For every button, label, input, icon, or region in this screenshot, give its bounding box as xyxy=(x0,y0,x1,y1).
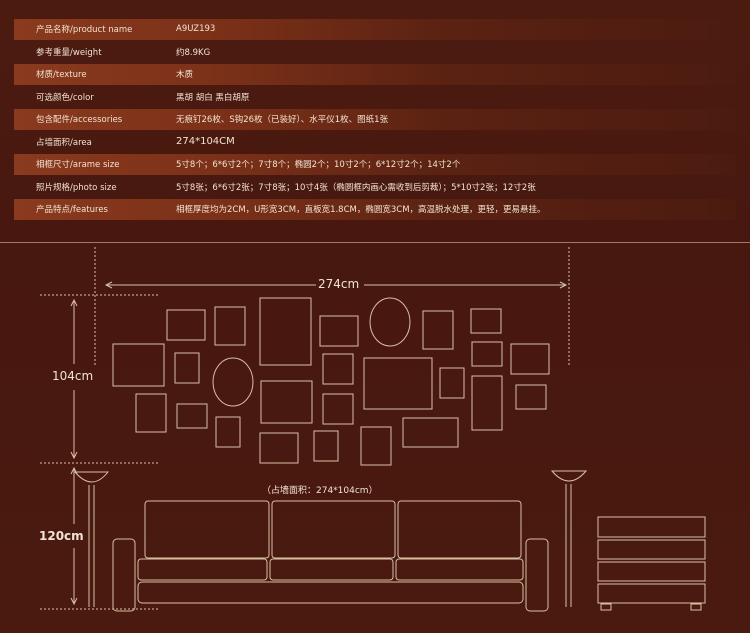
photo-frame xyxy=(112,343,165,387)
photo-frame xyxy=(360,426,392,466)
photo-frame xyxy=(422,310,454,350)
floor-lamp-right xyxy=(550,470,588,607)
spec-label: 包含配件/accessories xyxy=(36,115,123,126)
photo-frame xyxy=(439,367,465,399)
sofa-back-cushion xyxy=(144,500,270,559)
spec-label: 参考重量/weight xyxy=(36,47,102,58)
cabinet-drawer xyxy=(597,516,706,538)
photo-frame xyxy=(176,403,208,429)
spec-value: 无痕钉26枚、S钩26枚（已装好）、水平仪1枚、图纸1张 xyxy=(176,115,389,126)
spec-value: 约8.9KG xyxy=(176,47,211,58)
photo-frame xyxy=(515,384,547,410)
sofa-seat-cushion xyxy=(269,558,394,581)
spec-row: 参考重量/weight 约8.9KG xyxy=(14,41,736,64)
sofa-icon xyxy=(112,500,549,612)
photo-frame xyxy=(363,357,433,410)
spec-value: 黑胡 胡白 黑白胡原 xyxy=(176,92,250,103)
spec-row: 产品特点/features 相框厚度均为2CM，U形宽3CM，直板宽1.8CM，… xyxy=(14,198,736,221)
oval-frame xyxy=(212,357,254,407)
section-divider xyxy=(0,242,750,243)
lamp-shade-icon xyxy=(550,470,588,482)
cabinet-drawer xyxy=(597,583,706,604)
photo-frame xyxy=(322,393,354,425)
arrow-head-icon xyxy=(70,451,78,460)
spec-row: 照片规格/photo size 5寸8张；6*6寸2张；7寸8张；10寸4张（椭… xyxy=(14,176,736,199)
spec-value: 274*104CM xyxy=(176,136,235,148)
sofa-arm-left xyxy=(112,538,136,612)
cabinet-icon xyxy=(597,516,706,611)
spec-value: A9UZ193 xyxy=(176,24,216,35)
oval-frame xyxy=(369,297,411,347)
photo-frame xyxy=(313,430,339,462)
spec-label: 产品名称/product name xyxy=(36,25,133,36)
spec-row: 产品名称/product name A9UZ193 xyxy=(14,18,736,41)
photo-frame xyxy=(319,315,359,347)
sofa-arm-right xyxy=(525,538,549,612)
spec-label: 相框尺寸/arame size xyxy=(36,160,120,171)
spec-value: 5寸8个；6*6寸2个；7寸8个；椭圆2个；10寸2个；6*12寸2个；14寸2… xyxy=(176,160,461,171)
photo-frame xyxy=(166,309,206,341)
sofa-back-cushion xyxy=(397,500,522,559)
arrow-head-icon xyxy=(70,298,78,307)
spec-row: 相框尺寸/arame size 5寸8个；6*6寸2个；7寸8个；椭圆2个；10… xyxy=(14,153,736,176)
photo-frame xyxy=(470,308,502,334)
photo-frame xyxy=(259,432,299,464)
lamp-shade-icon xyxy=(73,471,110,483)
arrow-head-icon xyxy=(104,281,113,289)
spec-label: 可选颜色/color xyxy=(36,92,94,103)
photo-frame xyxy=(174,352,200,384)
photo-frame xyxy=(510,343,550,375)
photo-frame xyxy=(471,341,503,367)
spec-value: 5寸8张；6*6寸2张；7寸8张；10寸4张（椭圆框内画心需收到后剪裁）；5*1… xyxy=(176,182,536,193)
spec-row: 占墙面积/area 274*104CM xyxy=(14,131,736,154)
photo-frame xyxy=(471,375,503,431)
photo-frame xyxy=(259,297,312,366)
spec-label: 材质/texture xyxy=(36,70,87,81)
spec-row: 包含配件/accessories 无痕钉26枚、S钩26枚（已装好）、水平仪1枚… xyxy=(14,108,736,131)
sofa-seat-cushion xyxy=(395,558,524,581)
spec-label: 产品特点/features xyxy=(36,205,108,216)
spec-label: 照片规格/photo size xyxy=(36,182,117,193)
cabinet-foot xyxy=(600,603,612,611)
spec-value: 相框厚度均为2CM，U形宽3CM，直板宽1.8CM，椭圆宽3CM，高温脱水处理，… xyxy=(176,205,546,216)
spec-value: 木质 xyxy=(176,70,194,81)
spec-table: 产品名称/product name A9UZ193 参考重量/weight 约8… xyxy=(14,18,736,221)
spec-row: 材质/texture 木质 xyxy=(14,63,736,86)
cabinet-drawer xyxy=(597,539,706,560)
cabinet-drawer xyxy=(597,561,706,582)
arrow-head-icon xyxy=(70,597,78,606)
photo-frame xyxy=(260,380,313,424)
photo-frame xyxy=(135,393,167,433)
height-label: 104cm xyxy=(52,369,94,383)
area-caption: （占墙面积：274*104cm） xyxy=(262,486,378,496)
sofa-seat-cushion xyxy=(137,558,268,581)
cabinet-foot xyxy=(690,603,702,611)
floor-lamp-left xyxy=(73,471,110,607)
floor-height-label: 120cm xyxy=(39,529,84,543)
photo-frame xyxy=(215,416,241,448)
width-label: 274cm xyxy=(318,277,360,291)
spec-label: 占墙面积/area xyxy=(36,137,92,148)
sofa-base xyxy=(137,581,524,604)
photo-frame xyxy=(214,306,246,346)
frame-group xyxy=(112,297,550,466)
photo-frame xyxy=(322,353,354,385)
arrow-head-icon xyxy=(559,281,568,289)
sofa-back-cushion xyxy=(271,500,396,559)
photo-frame xyxy=(402,417,459,448)
spec-row: 可选颜色/color 黑胡 胡白 黑白胡原 xyxy=(14,86,736,109)
